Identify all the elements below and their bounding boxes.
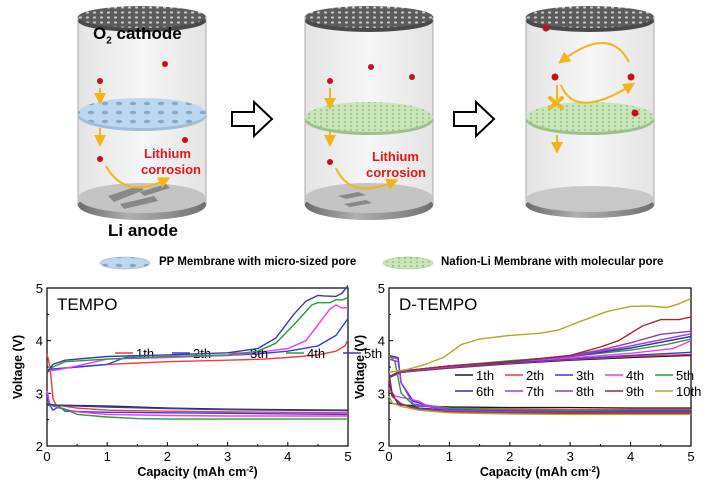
cathode-label-rest: cathode <box>111 24 182 43</box>
cathode-label: O2 cathode <box>93 24 182 46</box>
curved-arrow-icon <box>105 165 171 189</box>
x-tick-label: 4 <box>627 449 634 464</box>
process-arrow-icon <box>453 99 496 139</box>
corrosion-label-1: Lithium <box>144 146 191 161</box>
particle <box>182 137 188 143</box>
particle <box>327 78 333 84</box>
li-anode-disk <box>78 183 206 213</box>
legend-label-1th: 1th <box>476 368 494 383</box>
series-5th-discharge-line <box>46 403 349 412</box>
legend-label-5th: 5th <box>364 346 382 361</box>
cell-panel-nafion <box>304 6 434 220</box>
series-4th-charge-line <box>46 296 349 373</box>
y-tick-label: 5 <box>378 281 385 296</box>
y-tick-label: 2 <box>378 439 385 454</box>
particle <box>409 74 415 80</box>
block-x-icon <box>548 96 564 110</box>
series-3th-charge-line <box>46 304 349 372</box>
corrosion-label-2: corrosion <box>141 162 201 177</box>
chart-title: TEMPO <box>57 295 117 314</box>
li-anode-disk-clean <box>526 186 654 212</box>
dendrites <box>108 184 170 209</box>
legend-label-7th: 7th <box>526 384 544 399</box>
particle <box>97 78 103 84</box>
y-tick-label: 4 <box>36 334 43 349</box>
series-10th-discharge-line <box>388 395 691 416</box>
li-anode-disk <box>305 183 433 213</box>
process-arrow-icon <box>231 99 274 139</box>
anode-label: Li anode <box>108 221 178 240</box>
x-tick-label: 3 <box>567 449 574 464</box>
legend-label-4th: 4th <box>307 346 325 361</box>
y-tick-label: 3 <box>378 386 385 401</box>
cathode-disk <box>305 6 433 28</box>
series-1th-discharge-line <box>46 353 349 414</box>
legend-label-6th: 6th <box>476 384 494 399</box>
legend-label-9th: 9th <box>626 384 644 399</box>
legend-label-2th: 2th <box>526 368 544 383</box>
series-10th-charge-line <box>388 297 692 373</box>
particle <box>631 109 639 117</box>
legend-label-4th: 4th <box>626 368 644 383</box>
curved-arrow-icon <box>335 167 399 190</box>
x-tick-label: 2 <box>506 449 513 464</box>
cathode-disk <box>526 6 654 28</box>
x-tick-label: 1 <box>446 449 453 464</box>
series-5th-charge-line <box>46 284 349 373</box>
particle <box>162 61 168 67</box>
particle <box>542 24 550 32</box>
legend-label-8th: 8th <box>576 384 594 399</box>
dendrites <box>338 192 372 207</box>
cell-panel-d-tempo <box>525 6 655 218</box>
y-axis-label: Voltage (V) <box>11 335 25 399</box>
y-tick-label: 4 <box>378 334 385 349</box>
particle <box>97 156 103 162</box>
cathode-label-o: O <box>93 24 107 43</box>
particle <box>368 64 374 70</box>
x-tick-label: 5 <box>687 449 694 464</box>
x-tick-label: 1 <box>104 449 111 464</box>
legend-swatch-pp <box>99 256 151 270</box>
series-9th-charge-line <box>388 316 692 378</box>
series-4th-discharge-line <box>46 400 348 420</box>
legend-label-nafion: Nafion-Li Membrane with molecular pore <box>441 256 664 268</box>
x-tick-label: 5 <box>344 449 351 464</box>
x-tick-label: 3 <box>224 449 231 464</box>
nafion-membrane <box>305 102 433 132</box>
nafion-membrane <box>526 102 654 132</box>
legend-label-10th: 10th <box>676 384 701 399</box>
y-axis-label: Voltage (V) <box>353 335 367 399</box>
particle <box>327 159 333 165</box>
x-tick-label: 0 <box>43 449 50 464</box>
y-tick-label: 5 <box>36 281 43 296</box>
x-axis-label: Capacity (mAh cm-2) <box>137 465 257 480</box>
legend-label-3th: 3th <box>576 368 594 383</box>
cathode-disk <box>78 6 206 28</box>
cathode-label-subscript: 2 <box>106 35 112 47</box>
y-tick-label: 3 <box>36 386 43 401</box>
x-tick-label: 0 <box>385 449 392 464</box>
particle <box>627 73 635 81</box>
particle <box>551 73 559 81</box>
chart-title: D-TEMPO <box>399 295 477 314</box>
redox-arrow-icon <box>558 42 630 64</box>
series-5th-discharge-line <box>388 354 691 412</box>
series-2th-discharge-line <box>46 395 349 416</box>
pp-membrane <box>78 98 206 128</box>
x-axis-label: Capacity (mAh cm-2) <box>480 465 600 480</box>
legend-swatch-nafion <box>382 256 434 270</box>
x-tick-label: 2 <box>164 449 171 464</box>
x-tick-label: 4 <box>284 449 291 464</box>
legend-label-5th: 5th <box>676 368 694 383</box>
corrosion-label-1-panel2: Lithium <box>372 149 419 164</box>
corrosion-label-2-panel2: corrosion <box>366 165 426 180</box>
y-tick-label: 2 <box>36 439 43 454</box>
legend-label-pp: PP Membrane with micro-sized pore <box>159 256 357 268</box>
cell-panel-pp <box>77 6 207 220</box>
redox-arrow-icon <box>560 82 636 104</box>
